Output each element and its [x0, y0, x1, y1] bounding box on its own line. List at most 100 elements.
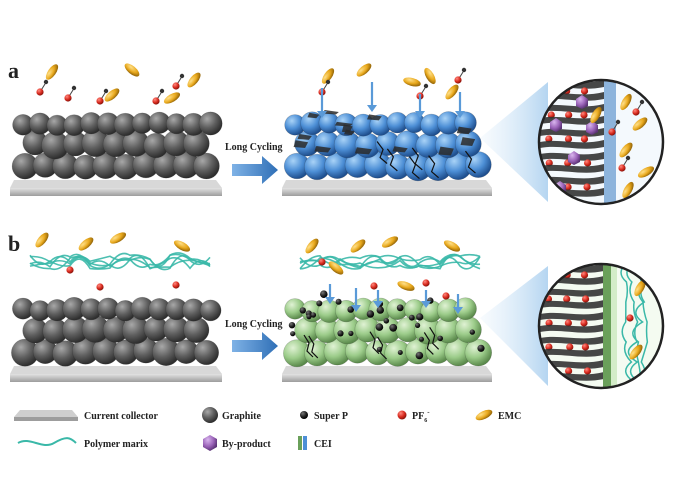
byproduct — [568, 151, 580, 165]
pf6-anion — [632, 108, 640, 116]
graphite-sheet — [540, 140, 604, 149]
super-p-particle — [337, 330, 344, 337]
atom — [639, 99, 645, 105]
cei-layer-b-outer — [611, 264, 617, 388]
legend-emc: EMC — [498, 411, 521, 422]
graphite-layer-b-cycled — [283, 290, 492, 368]
legend-cei: CEI — [314, 439, 332, 450]
zoom-circle-b — [537, 262, 665, 390]
graphite-sheet — [540, 164, 604, 173]
emc-molecule — [619, 142, 633, 158]
emc-molecule — [622, 181, 634, 199]
crack — [423, 332, 434, 355]
crack — [369, 331, 380, 355]
legend-current-collector-swatch — [14, 410, 78, 421]
byproduct — [576, 95, 588, 109]
super-p-particle — [366, 310, 375, 318]
super-p-particle — [383, 318, 390, 324]
atom — [461, 67, 467, 73]
graphite-sheet — [540, 104, 604, 113]
pf6-anion — [318, 258, 326, 266]
emc-molecule — [620, 93, 632, 111]
crack — [308, 335, 319, 359]
intercalated-pf6 — [580, 271, 589, 279]
crack — [408, 156, 420, 180]
graphite-layer-a-pristine — [11, 111, 223, 180]
pf6-anion — [442, 292, 450, 300]
crack — [303, 334, 314, 358]
atom — [625, 155, 631, 161]
pf6-anion — [96, 283, 104, 291]
emc-molecule — [629, 344, 643, 360]
legend-pf6-base: PF — [412, 411, 424, 422]
fragment — [341, 124, 353, 133]
electrolyte-species-a-right — [318, 63, 467, 100]
emc-molecule — [632, 117, 648, 131]
fragment — [392, 146, 408, 153]
super-p-particle — [288, 322, 296, 329]
legend-cei-swatch — [298, 436, 307, 450]
long-cycling-label-b: Long Cycling — [225, 319, 283, 330]
electrolyte-species-a-left — [36, 63, 201, 105]
legend-polymer: Polymer marix — [84, 439, 148, 450]
long-cycling-arrow-b — [232, 332, 278, 360]
emc-molecule — [35, 232, 49, 248]
graphite-sheet — [540, 176, 604, 185]
graphite-layer-b-pristine — [11, 296, 222, 367]
intercalated-pf6 — [580, 135, 589, 143]
particle — [198, 111, 223, 136]
emc-molecule — [403, 77, 421, 87]
graphite-sheet — [540, 348, 604, 357]
super-p-particle — [416, 313, 424, 321]
intercalated-pf6 — [580, 111, 588, 119]
electrolyte-species-b-left — [35, 232, 191, 291]
super-p-particle — [397, 350, 403, 355]
panel-label-a: a — [8, 58, 19, 83]
graphite-sheet — [540, 312, 604, 321]
polymer-matrix-b-left — [29, 252, 211, 271]
cei-layer-b — [603, 264, 611, 388]
fragment — [334, 121, 353, 127]
super-p-particle — [469, 329, 475, 335]
polymer-strand — [626, 264, 640, 383]
pf6-anion — [638, 192, 646, 200]
intercalated-pf6 — [545, 343, 553, 351]
particle — [193, 152, 220, 180]
super-p-particle — [299, 307, 306, 314]
crack — [428, 155, 439, 179]
down-arrow-head — [455, 111, 465, 118]
super-p-particle — [396, 304, 404, 312]
super-p-particle — [376, 306, 384, 314]
legend-pf6-sub: 6 — [424, 418, 427, 424]
fragment — [354, 147, 372, 155]
super-p-particle — [375, 323, 384, 331]
legend: Current collector Graphite Super P PF6- … — [14, 407, 521, 451]
super-p-particle — [290, 331, 296, 337]
pf6-anion — [172, 281, 180, 289]
crack — [464, 150, 476, 174]
crack — [411, 147, 423, 171]
intercalated-pf6 — [581, 295, 590, 303]
crack — [377, 336, 387, 360]
pf6-anion — [422, 279, 430, 287]
emc-molecule — [397, 281, 415, 291]
crack — [376, 141, 388, 164]
crack — [386, 148, 398, 172]
long-cycling-arrow-a — [232, 156, 278, 184]
emc-molecule — [173, 240, 191, 252]
pf6-anion — [618, 164, 626, 172]
intercalated-pf6 — [581, 343, 590, 351]
atom — [325, 79, 331, 85]
atom — [179, 73, 185, 79]
emc-molecule — [590, 106, 602, 124]
super-p-particle — [415, 322, 421, 328]
emc-molecule — [124, 63, 140, 77]
pf6-anion — [152, 97, 160, 105]
intercalated-pf6 — [583, 367, 592, 375]
down-arrow-head — [351, 305, 361, 312]
super-p-particle — [389, 323, 398, 332]
super-p-particle — [316, 300, 323, 307]
graphite-sheet — [540, 300, 604, 309]
graphite-sheet — [540, 360, 604, 369]
pf6-anion — [66, 266, 74, 274]
